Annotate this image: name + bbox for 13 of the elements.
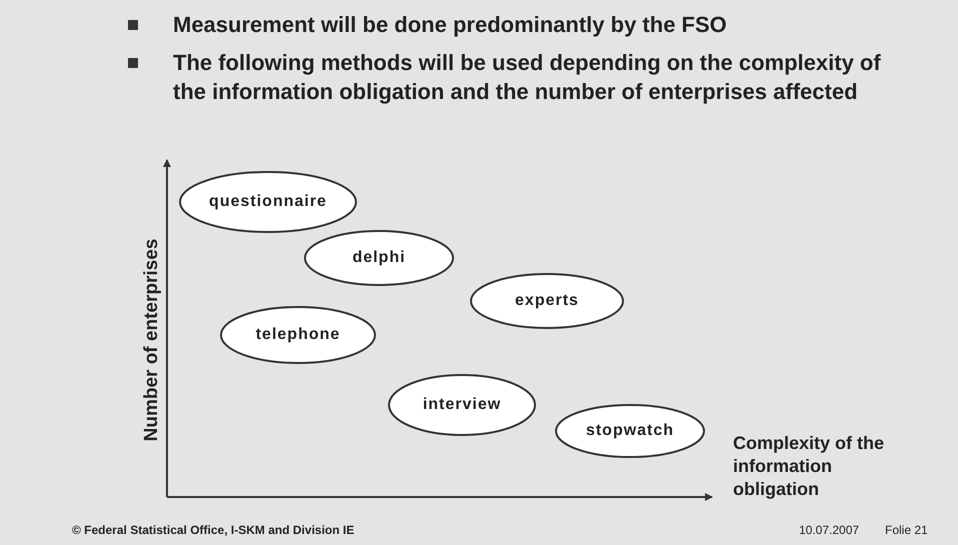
slide-number: Folie 21 [885,523,928,537]
method-ellipse: experts [470,273,624,329]
bullet-text: The following methods will be used depending on the complexity of the information obligation and the number of enterprises affected [173,49,882,106]
footer-text: © Federal Statistical Office, I-SKM and Division IE [72,523,354,537]
bullet-text: Measurement will be done predominantly by the FSO [173,11,728,39]
axis-title: Number of enterprises [141,238,163,442]
method-ellipse: interview [388,374,536,436]
axis-title: Complexity of the information obligation [733,432,886,501]
method-ellipse: stopwatch [555,404,705,458]
method-ellipse: questionnaire [179,171,357,233]
method-ellipse: delphi [304,230,454,286]
method-ellipse: telephone [220,306,376,364]
footer-date: 10.07.2007 [799,523,860,537]
